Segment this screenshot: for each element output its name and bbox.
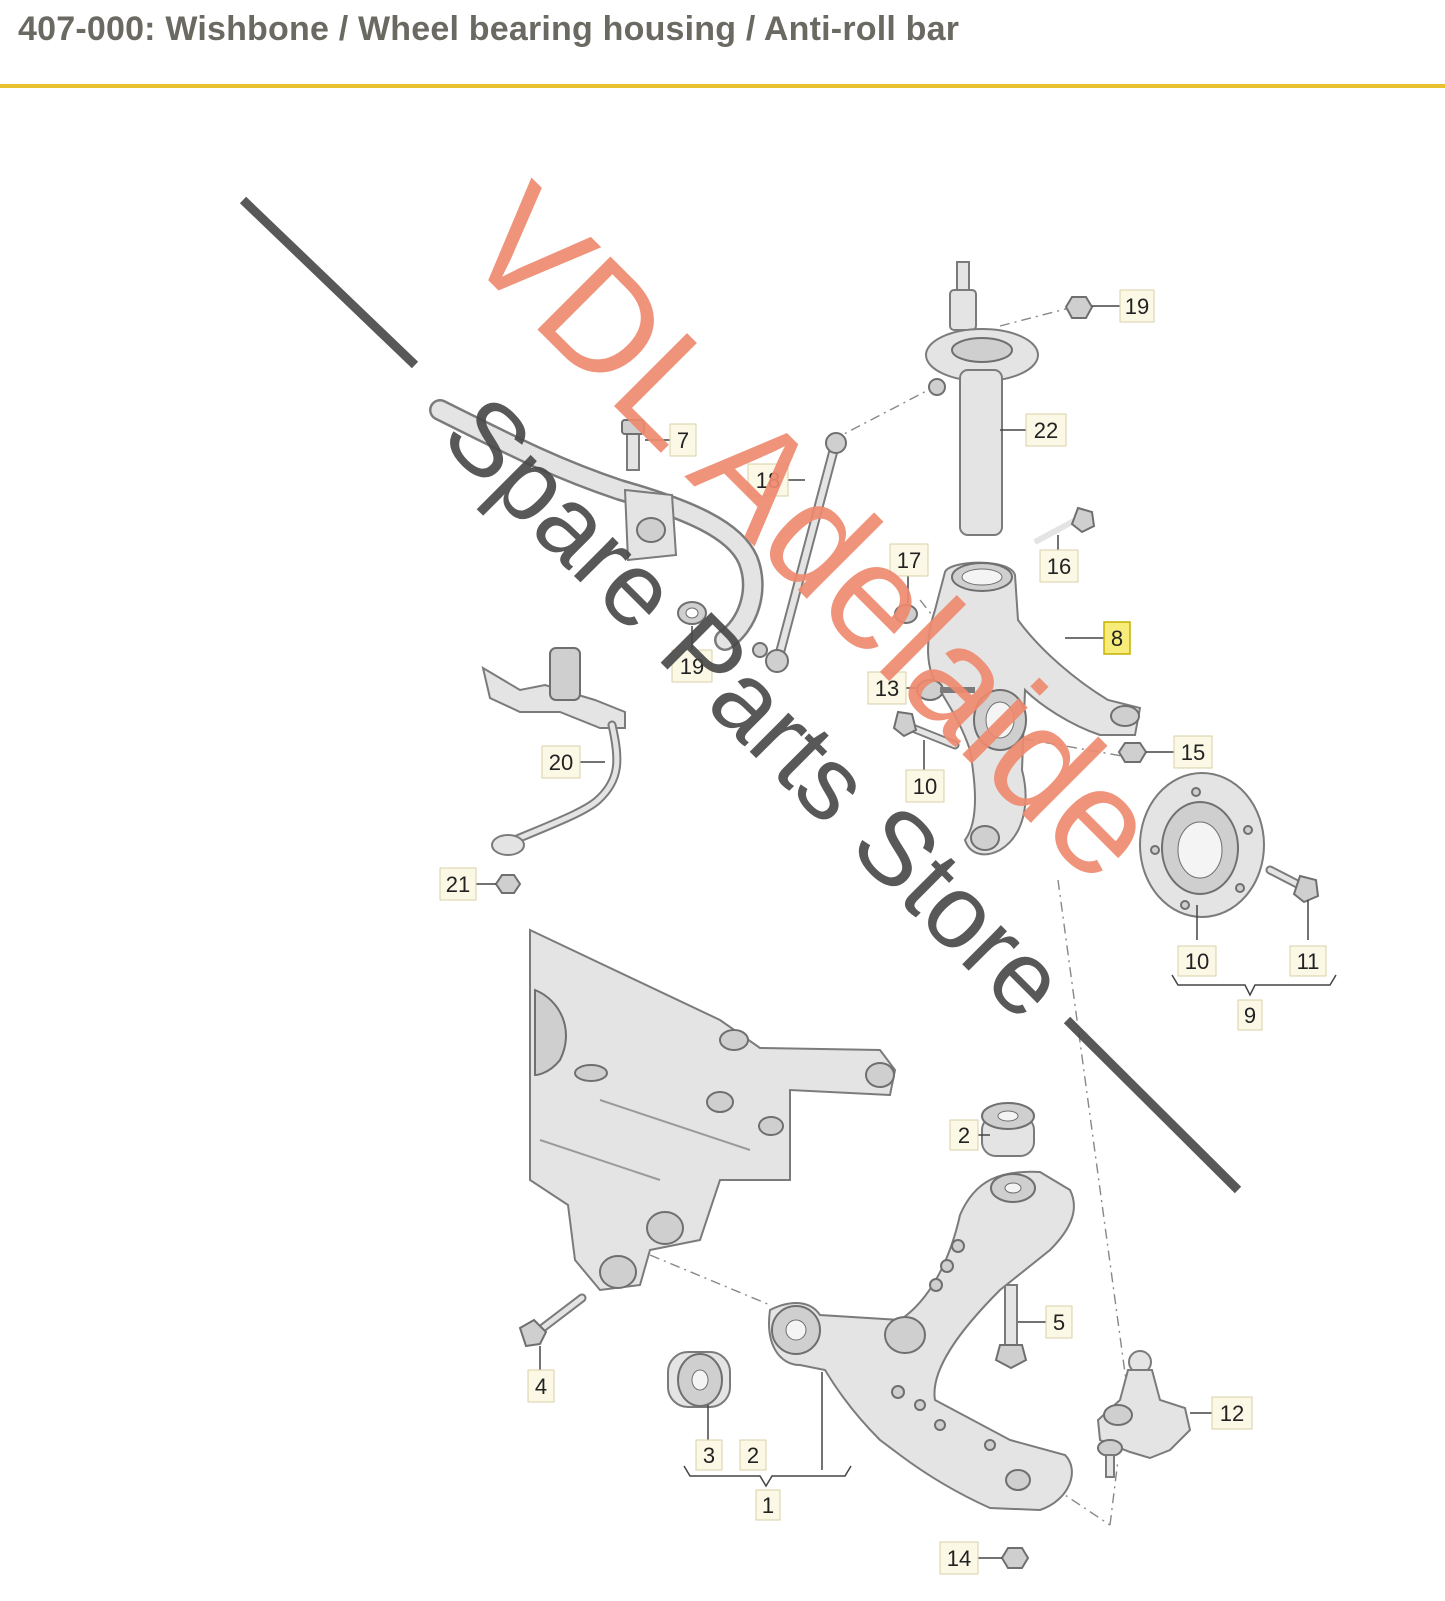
svg-text:3: 3 xyxy=(703,1443,715,1468)
svg-text:14: 14 xyxy=(947,1546,971,1571)
bolt-16[interactable] xyxy=(1033,506,1096,545)
callout-13-bolt: 13 xyxy=(867,671,907,705)
svg-text:20: 20 xyxy=(549,750,573,775)
callout-2-bush: 2 xyxy=(739,1439,767,1471)
nut-15[interactable] xyxy=(1117,742,1148,763)
svg-text:10: 10 xyxy=(913,774,937,799)
nut-top-mount[interactable] xyxy=(1064,296,1094,319)
callout-7-bolt: 7 xyxy=(669,423,697,457)
callout-5-bolt: 5 xyxy=(1045,1305,1073,1339)
bolt-7[interactable] xyxy=(621,419,645,471)
watermark-stroke-bottom xyxy=(1063,1016,1242,1194)
svg-text:5: 5 xyxy=(1053,1310,1065,1335)
callout-10-hub-bolt: 10 xyxy=(1177,945,1217,977)
bolt-5[interactable] xyxy=(994,1284,1028,1370)
svg-text:22: 22 xyxy=(1034,418,1058,443)
callout-18-coupling-rod: 18 xyxy=(747,463,789,497)
svg-text:10: 10 xyxy=(1185,949,1209,974)
callout-labels: 19 22 7 18 17 16 8 19 xyxy=(439,289,1327,1575)
wishbone[interactable] xyxy=(768,1170,1075,1512)
bush-front-wishbone[interactable] xyxy=(667,1351,731,1408)
svg-text:19: 19 xyxy=(1125,294,1149,319)
callout-11-hub-bolt: 11 xyxy=(1289,945,1327,977)
svg-text:2: 2 xyxy=(747,1443,759,1468)
exploded-parts-diagram: 19 22 7 18 17 16 8 19 xyxy=(239,154,1337,1575)
callout-21-nut: 21 xyxy=(439,867,477,901)
svg-text:9: 9 xyxy=(1244,1003,1256,1028)
wheel-bearing-housing[interactable] xyxy=(927,561,1142,856)
callout-12-ball-joint: 12 xyxy=(1211,1396,1253,1430)
callout-22-strut: 22 xyxy=(1025,413,1067,447)
svg-text:16: 16 xyxy=(1047,554,1071,579)
watermark-stroke-top xyxy=(239,196,419,369)
anti-roll-bar[interactable] xyxy=(429,399,764,651)
nut-17[interactable] xyxy=(894,604,918,624)
bolt-4[interactable] xyxy=(518,1293,587,1348)
ball-joint[interactable] xyxy=(1096,1350,1192,1478)
svg-text:11: 11 xyxy=(1297,949,1320,974)
callout-1-wishbone: 1 xyxy=(755,1489,781,1521)
callout-19-top-nut: 19 xyxy=(1119,289,1155,323)
bush-rear-wishbone[interactable] xyxy=(981,1102,1035,1157)
subframe[interactable] xyxy=(529,928,897,1292)
svg-text:1: 1 xyxy=(762,1493,774,1518)
callout-8-wheel-bearing-housing: 8 xyxy=(1103,621,1131,655)
callout-3-front-bush: 3 xyxy=(695,1439,723,1471)
bolt-13[interactable] xyxy=(916,679,975,701)
svg-text:15: 15 xyxy=(1181,740,1205,765)
nut-14[interactable] xyxy=(1000,1547,1030,1569)
callout-16-bolt: 16 xyxy=(1039,549,1079,583)
wheel-hub[interactable] xyxy=(1139,772,1265,918)
strut-shock-absorber[interactable] xyxy=(925,261,1039,536)
svg-text:19: 19 xyxy=(680,654,704,679)
nut-anti-roll-bar[interactable] xyxy=(677,601,707,625)
nut-21[interactable] xyxy=(494,874,522,894)
callout-20-bracket: 20 xyxy=(541,745,581,779)
callout-9-wheel-hub: 9 xyxy=(1237,999,1263,1031)
callout-19-bar-nut: 19 xyxy=(671,649,713,683)
svg-text:7: 7 xyxy=(677,428,689,453)
callout-4-bolt: 4 xyxy=(527,1369,555,1403)
page-title: 407-000: Wishbone / Wheel bearing housin… xyxy=(18,10,960,48)
svg-text:4: 4 xyxy=(535,1374,547,1399)
svg-text:13: 13 xyxy=(875,676,899,701)
page-header: 407-000: Wishbone / Wheel bearing housin… xyxy=(0,0,1445,88)
svg-text:17: 17 xyxy=(897,548,921,573)
callout-15-nut: 15 xyxy=(1173,735,1213,769)
coupling-rod[interactable] xyxy=(752,432,847,673)
svg-text:21: 21 xyxy=(446,872,470,897)
level-sender-bracket[interactable] xyxy=(481,647,626,856)
callout-10-knuckle-bolt: 10 xyxy=(905,769,945,803)
bolt-11-hub[interactable] xyxy=(1265,865,1320,904)
callout-17-nut: 17 xyxy=(889,543,929,577)
svg-text:2: 2 xyxy=(958,1123,970,1148)
svg-text:18: 18 xyxy=(756,468,780,493)
svg-text:12: 12 xyxy=(1220,1401,1244,1426)
svg-text:8: 8 xyxy=(1111,626,1123,651)
bolt-10-knuckle[interactable] xyxy=(892,710,960,750)
callout-2-rear-bush: 2 xyxy=(949,1119,979,1151)
callout-14-nut: 14 xyxy=(939,1541,979,1575)
